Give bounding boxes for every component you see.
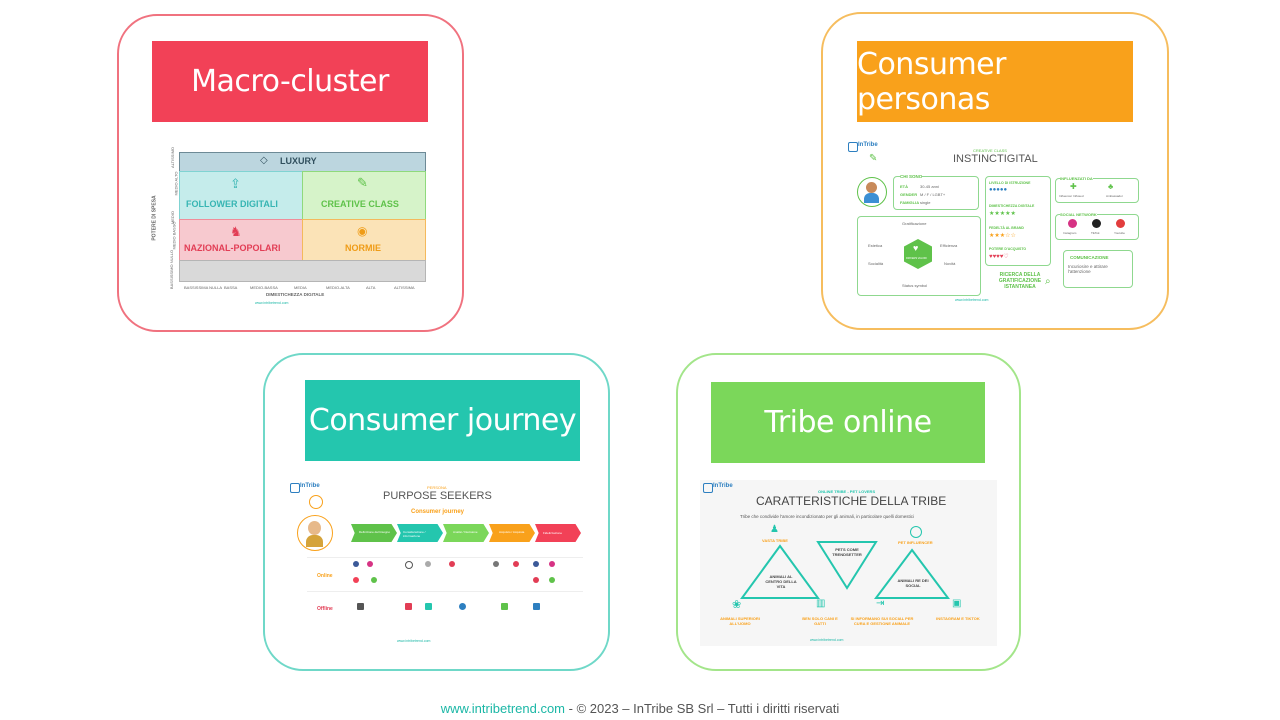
macro-cluster-thumbnail: POTERE DI SPESA ALTISSIMO MEDIO ALTO MED… (140, 145, 440, 315)
group-icon: ♣ (1108, 182, 1114, 191)
consumer-journey-thumbnail: InTribe PERSONA PURPOSE SEEKERS Consumer… (287, 481, 587, 651)
person-icon (309, 495, 323, 509)
intribe-logo-icon (703, 483, 713, 493)
influenzati-box: INFLUENZATI DA ✚ ♣ Influencer Inflused A… (1055, 176, 1139, 203)
bottom-band (179, 260, 426, 282)
tv-icon (357, 603, 364, 610)
step-arrow: Fidelizzazione (535, 524, 581, 542)
consumer-personas-thumbnail: InTribe ✎ CREATIVE CLASS INSTINCTIGITAL … (845, 140, 1145, 310)
mail-icon (533, 603, 540, 610)
person-icon: ◉ (357, 224, 368, 238)
luxury-band: ◇ LUXURY (179, 152, 426, 172)
x-tick: BASSISSIMA NULLA (184, 285, 223, 290)
step-arrow: Analisi / Decisione (443, 524, 489, 542)
cart-icon (493, 561, 499, 567)
italy-icon: ♞ (230, 224, 242, 239)
facebook-icon (353, 561, 359, 567)
triangles-diagram (740, 541, 950, 599)
influencer-icon (910, 526, 922, 538)
triangle-left (740, 544, 820, 599)
pencil-icon: ✎ (357, 175, 368, 190)
triangle-right (874, 548, 950, 599)
tribe-online-title: Tribe online (711, 382, 985, 463)
cage-icon: ▥ (816, 598, 826, 609)
y-tick: ALTISSIMO (170, 146, 176, 169)
nazional-popolari-cell: ♞ NAZIONAL-POPOLARI (179, 219, 303, 261)
search-icon (405, 561, 413, 569)
nazional-popolari-label: NAZIONAL-POPOLARI (184, 243, 281, 253)
share-icon: ⇪ (230, 176, 241, 191)
avatar (857, 177, 887, 207)
x-tick: ALTISSIMA (394, 285, 415, 290)
chi-sono-box: CHI SONO ETÀ 30-45 anni GENDER M / F / L… (893, 174, 979, 210)
diamond-icon: ◇ (260, 155, 268, 166)
scores-box: LIVELLO DI ISTRUZIONE ●●●●● DIMESTICHEZZ… (985, 176, 1051, 266)
consumer-personas-title: Consumer personas (857, 41, 1133, 122)
user-plus-icon: ✚ (1070, 182, 1077, 191)
follower-digitali-cell: ⇪ FOLLOWER DIGITALI (179, 171, 303, 220)
heart-hexagon: ♥ DRIVERS VALORI (904, 239, 932, 269)
footer-link[interactable]: www.intribetrend.com (440, 701, 566, 716)
user-icon (533, 577, 539, 583)
x-tick: BASSA (224, 285, 238, 290)
y-axis-label: POTERE DI SPESA (151, 195, 158, 241)
brand-label: InTribe (858, 142, 878, 148)
comunicazione-box: COMUNICAZIONE Incuriosire e attirare l'a… (1063, 250, 1133, 288)
instagram-icon (549, 561, 555, 567)
ricerca-label: RICERCA DELLA GRATIFICAZIONE ISTANTANEA (998, 272, 1042, 290)
store-icon (501, 603, 508, 610)
creative-class-cell: ✎ CREATIVE CLASS (302, 171, 426, 220)
store-icon (449, 561, 455, 567)
triangle-center (816, 541, 878, 590)
x-tick: MEDIO-BASSA (250, 285, 278, 290)
web-icon (425, 561, 431, 567)
step-arrow: Definizione del bisogno (351, 524, 397, 542)
y-tick: MEDIO ALTO (173, 171, 179, 196)
facebook-icon (533, 561, 539, 567)
exit-icon: ⇥ (876, 598, 885, 609)
avatar (297, 515, 333, 551)
social-box: SOCIAL NETWORK Instagram TikTok Youtube (1055, 212, 1139, 240)
persona-name: INSTINCTIGITAL (953, 153, 1038, 165)
x-axis-label: DIMESTICHEZZA DIGITALE (266, 292, 325, 297)
phone-icon (513, 561, 519, 567)
tribe-online-thumbnail: InTribe ONLINE TRIBE - PET LOVERS CARATT… (700, 480, 997, 646)
doc-icon (549, 577, 555, 583)
macro-cluster-title: Macro-cluster (152, 41, 428, 122)
shop-icon (425, 603, 432, 610)
leaf-icon (371, 577, 377, 583)
y-tick: MEDIO BASSO (171, 221, 177, 250)
tiktok-icon (1092, 219, 1101, 228)
step-arrow: Considerazione / informazione (397, 524, 443, 542)
paw-icon: ❀ (732, 599, 742, 611)
intribe-logo-icon (290, 483, 300, 493)
normie-cell: ◉ NORMIE (302, 219, 426, 261)
follower-digitali-label: FOLLOWER DIGITALI (186, 199, 278, 209)
pencil-icon: ✎ (869, 153, 878, 164)
x-tick: ALTA (366, 285, 376, 290)
luxury-label: LUXURY (280, 156, 317, 166)
thumb-footer: www.intribetrend.com (255, 301, 289, 305)
youtube-icon (1116, 219, 1125, 228)
footer-copyright: - © 2023 – InTribe SB Srl – Tutti i diri… (565, 701, 840, 716)
instagram-icon (1068, 219, 1077, 228)
people-icon: ♟ (770, 524, 779, 535)
intribe-logo-icon (848, 142, 858, 152)
x-tick: MEDIA (294, 285, 307, 290)
chat-icon (353, 577, 359, 583)
book-icon (405, 603, 412, 610)
normie-label: NORMIE (345, 243, 381, 253)
page-footer: www.intribetrend.com - © 2023 – InTribe … (0, 701, 1280, 716)
person-icon (459, 603, 466, 610)
x-tick: MEDIO-ALTA (326, 285, 350, 290)
magnifier-icon: ⌕ (1045, 276, 1051, 287)
step-arrow: Acquisto / Acquista (489, 524, 535, 542)
creative-class-label: CREATIVE CLASS (321, 199, 399, 209)
instagram-icon (367, 561, 373, 567)
instagram-icon: ▣ (952, 598, 962, 609)
persona-subtitle: CREATIVE CLASS (973, 148, 1007, 153)
consumer-journey-title: Consumer journey (305, 380, 580, 461)
y-tick: BASSISSIMO NULLO (169, 249, 175, 290)
drivers-wheel: Gratificazione Estetica Efficienza Socia… (857, 216, 981, 296)
